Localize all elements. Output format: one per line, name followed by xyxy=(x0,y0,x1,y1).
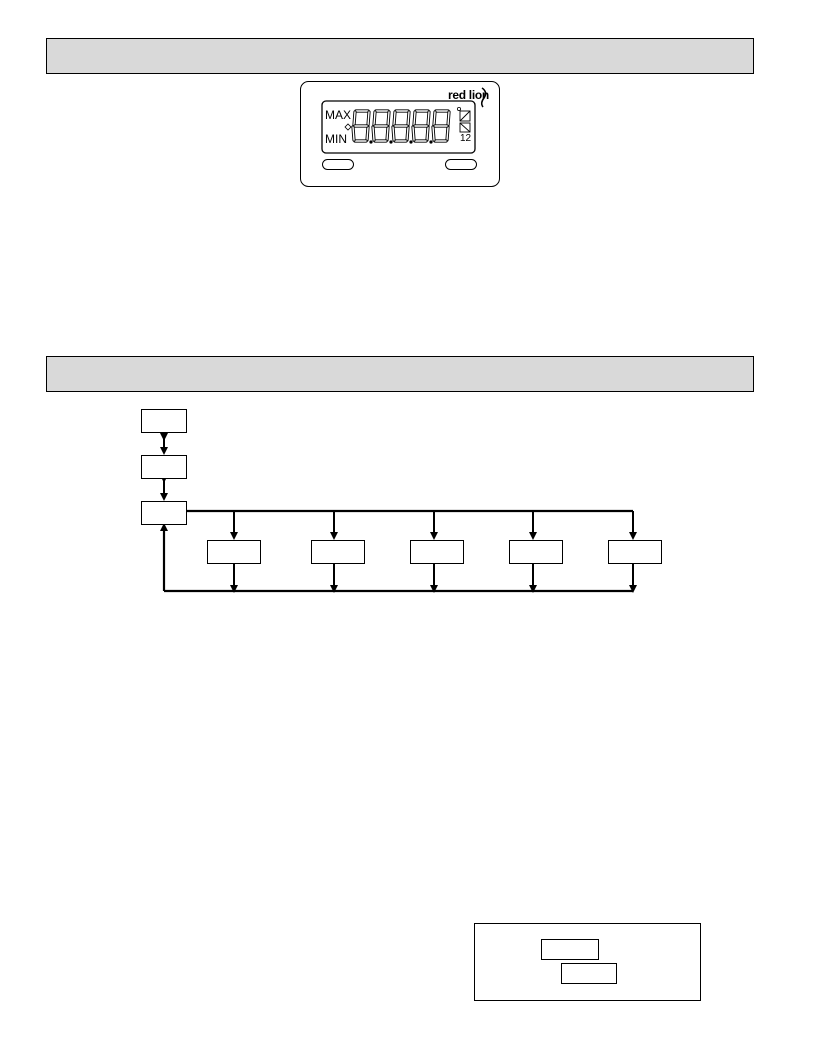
lcd-digit xyxy=(411,109,433,144)
main-box-1 xyxy=(141,409,187,433)
mode-box-item-2 xyxy=(561,963,617,984)
branch-box-1 xyxy=(207,540,261,564)
main-box-2 xyxy=(141,455,187,479)
decimal-point xyxy=(389,140,393,144)
branch-box-3 xyxy=(410,540,464,564)
meter-front-panel: red lion MAX MIN 12 xyxy=(300,81,500,187)
min-label: MIN xyxy=(325,132,347,146)
branch-box-4 xyxy=(509,540,563,564)
logo-icon xyxy=(480,87,487,108)
right-button[interactable] xyxy=(445,159,477,170)
branch-box-5 xyxy=(608,540,662,564)
section-header-2 xyxy=(46,356,754,392)
section-header-1 xyxy=(46,38,754,74)
mode-box xyxy=(474,923,701,1001)
lcd-digit xyxy=(391,109,413,144)
lcd-digit xyxy=(371,109,393,144)
decimal-point xyxy=(409,140,413,144)
left-button[interactable] xyxy=(322,159,354,170)
lcd-digits xyxy=(351,109,451,144)
max-label: MAX xyxy=(325,108,352,122)
brand-logo-text: red lion xyxy=(448,88,489,102)
decimal-point xyxy=(429,140,433,144)
unit-label: 12 xyxy=(460,133,472,144)
lcd-digit xyxy=(351,109,373,144)
lcd-digit xyxy=(431,109,451,143)
decimal-point xyxy=(369,140,373,144)
branch-box-2 xyxy=(311,540,365,564)
mode-box-item-1 xyxy=(541,939,599,960)
main-box-3 xyxy=(141,501,187,525)
